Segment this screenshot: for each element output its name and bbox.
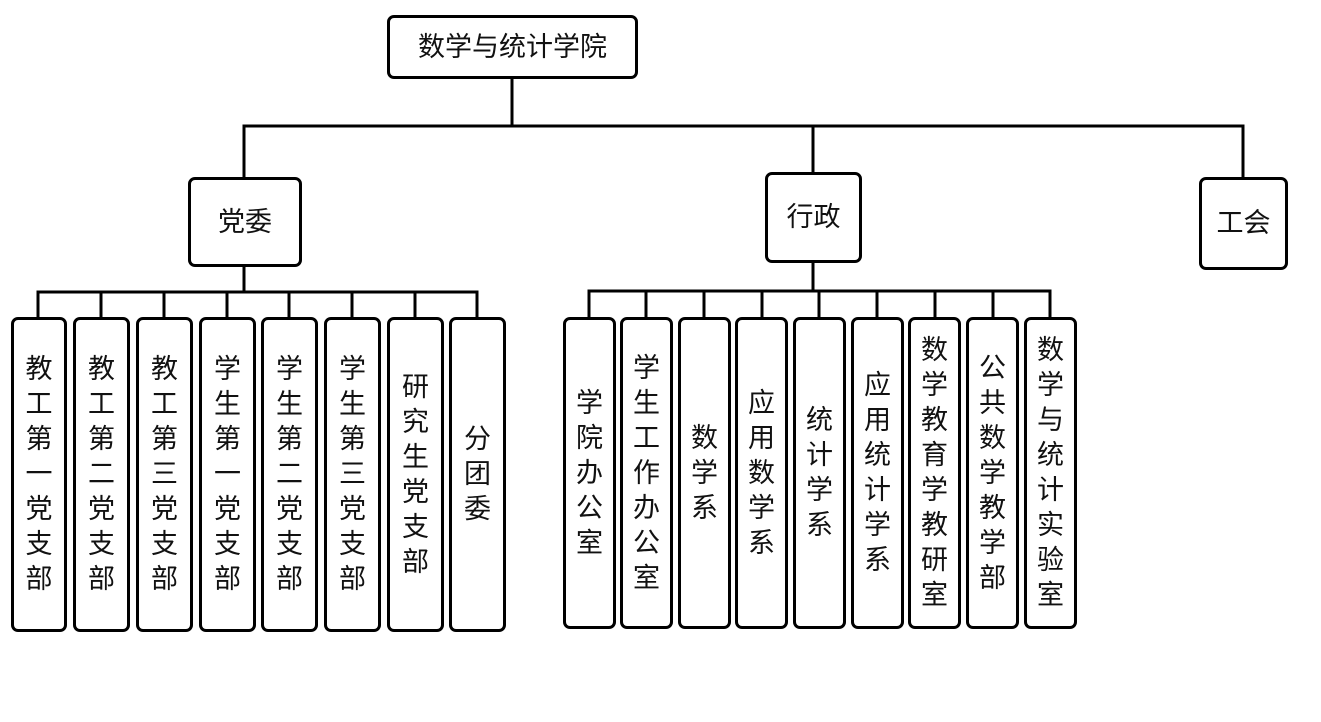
- party-child-node-7: 研究生党支部: [387, 317, 444, 632]
- root-node-label: 数学与统计学院: [418, 31, 607, 63]
- party-child-label-8: 分团委: [464, 424, 491, 525]
- party-child-label-5: 学生第二党支部: [276, 354, 303, 595]
- admin-child-node-1: 学院办公室: [563, 317, 616, 629]
- party-child-label-3: 教工第三党支部: [151, 354, 178, 595]
- party-committee-label: 党委: [218, 206, 272, 238]
- labor-union-node: 工会: [1199, 177, 1288, 270]
- party-child-node-1: 教工第一党支部: [11, 317, 67, 632]
- admin-child-label-4: 应用数学系: [748, 387, 775, 559]
- admin-child-label-2: 学生工作办公室: [633, 352, 660, 594]
- admin-child-node-4: 应用数学系: [735, 317, 788, 629]
- party-child-node-2: 教工第二党支部: [73, 317, 130, 632]
- party-child-label-4: 学生第一党支部: [214, 354, 241, 595]
- admin-child-node-2: 学生工作办公室: [620, 317, 673, 629]
- admin-child-node-9: 数学与统计实验室: [1024, 317, 1077, 629]
- party-child-label-1: 教工第一党支部: [25, 354, 53, 595]
- party-child-label-7: 研究生党支部: [402, 371, 429, 578]
- admin-child-node-8: 公共数学教学部: [966, 317, 1019, 629]
- root-node: 数学与统计学院: [387, 15, 638, 79]
- admin-child-label-3: 数学系: [691, 422, 718, 524]
- administration-label: 行政: [786, 202, 841, 233]
- admin-child-node-7: 数学教育学教研室: [908, 317, 961, 629]
- party-child-label-2: 教工第二党支部: [88, 354, 115, 595]
- labor-union-label: 工会: [1216, 208, 1271, 239]
- administration-node: 行政: [765, 172, 862, 263]
- party-child-node-3: 教工第三党支部: [136, 317, 193, 632]
- admin-child-label-5: 统计学系: [806, 405, 833, 541]
- party-child-label-6: 学生第三党支部: [339, 354, 366, 595]
- admin-child-node-3: 数学系: [678, 317, 731, 629]
- admin-child-label-1: 学院办公室: [576, 387, 603, 559]
- admin-child-label-7: 数学教育学教研室: [921, 335, 948, 611]
- admin-child-label-6: 应用统计学系: [864, 370, 891, 576]
- admin-child-node-5: 统计学系: [793, 317, 846, 629]
- party-committee-node: 党委: [188, 177, 302, 267]
- party-child-node-5: 学生第二党支部: [261, 317, 318, 632]
- admin-child-label-8: 公共数学教学部: [979, 352, 1006, 594]
- party-child-node-4: 学生第一党支部: [199, 317, 256, 632]
- party-child-node-6: 学生第三党支部: [324, 317, 381, 632]
- admin-child-node-6: 应用统计学系: [851, 317, 904, 629]
- admin-child-label-9: 数学与统计实验室: [1037, 335, 1064, 611]
- party-child-node-8: 分团委: [449, 317, 506, 632]
